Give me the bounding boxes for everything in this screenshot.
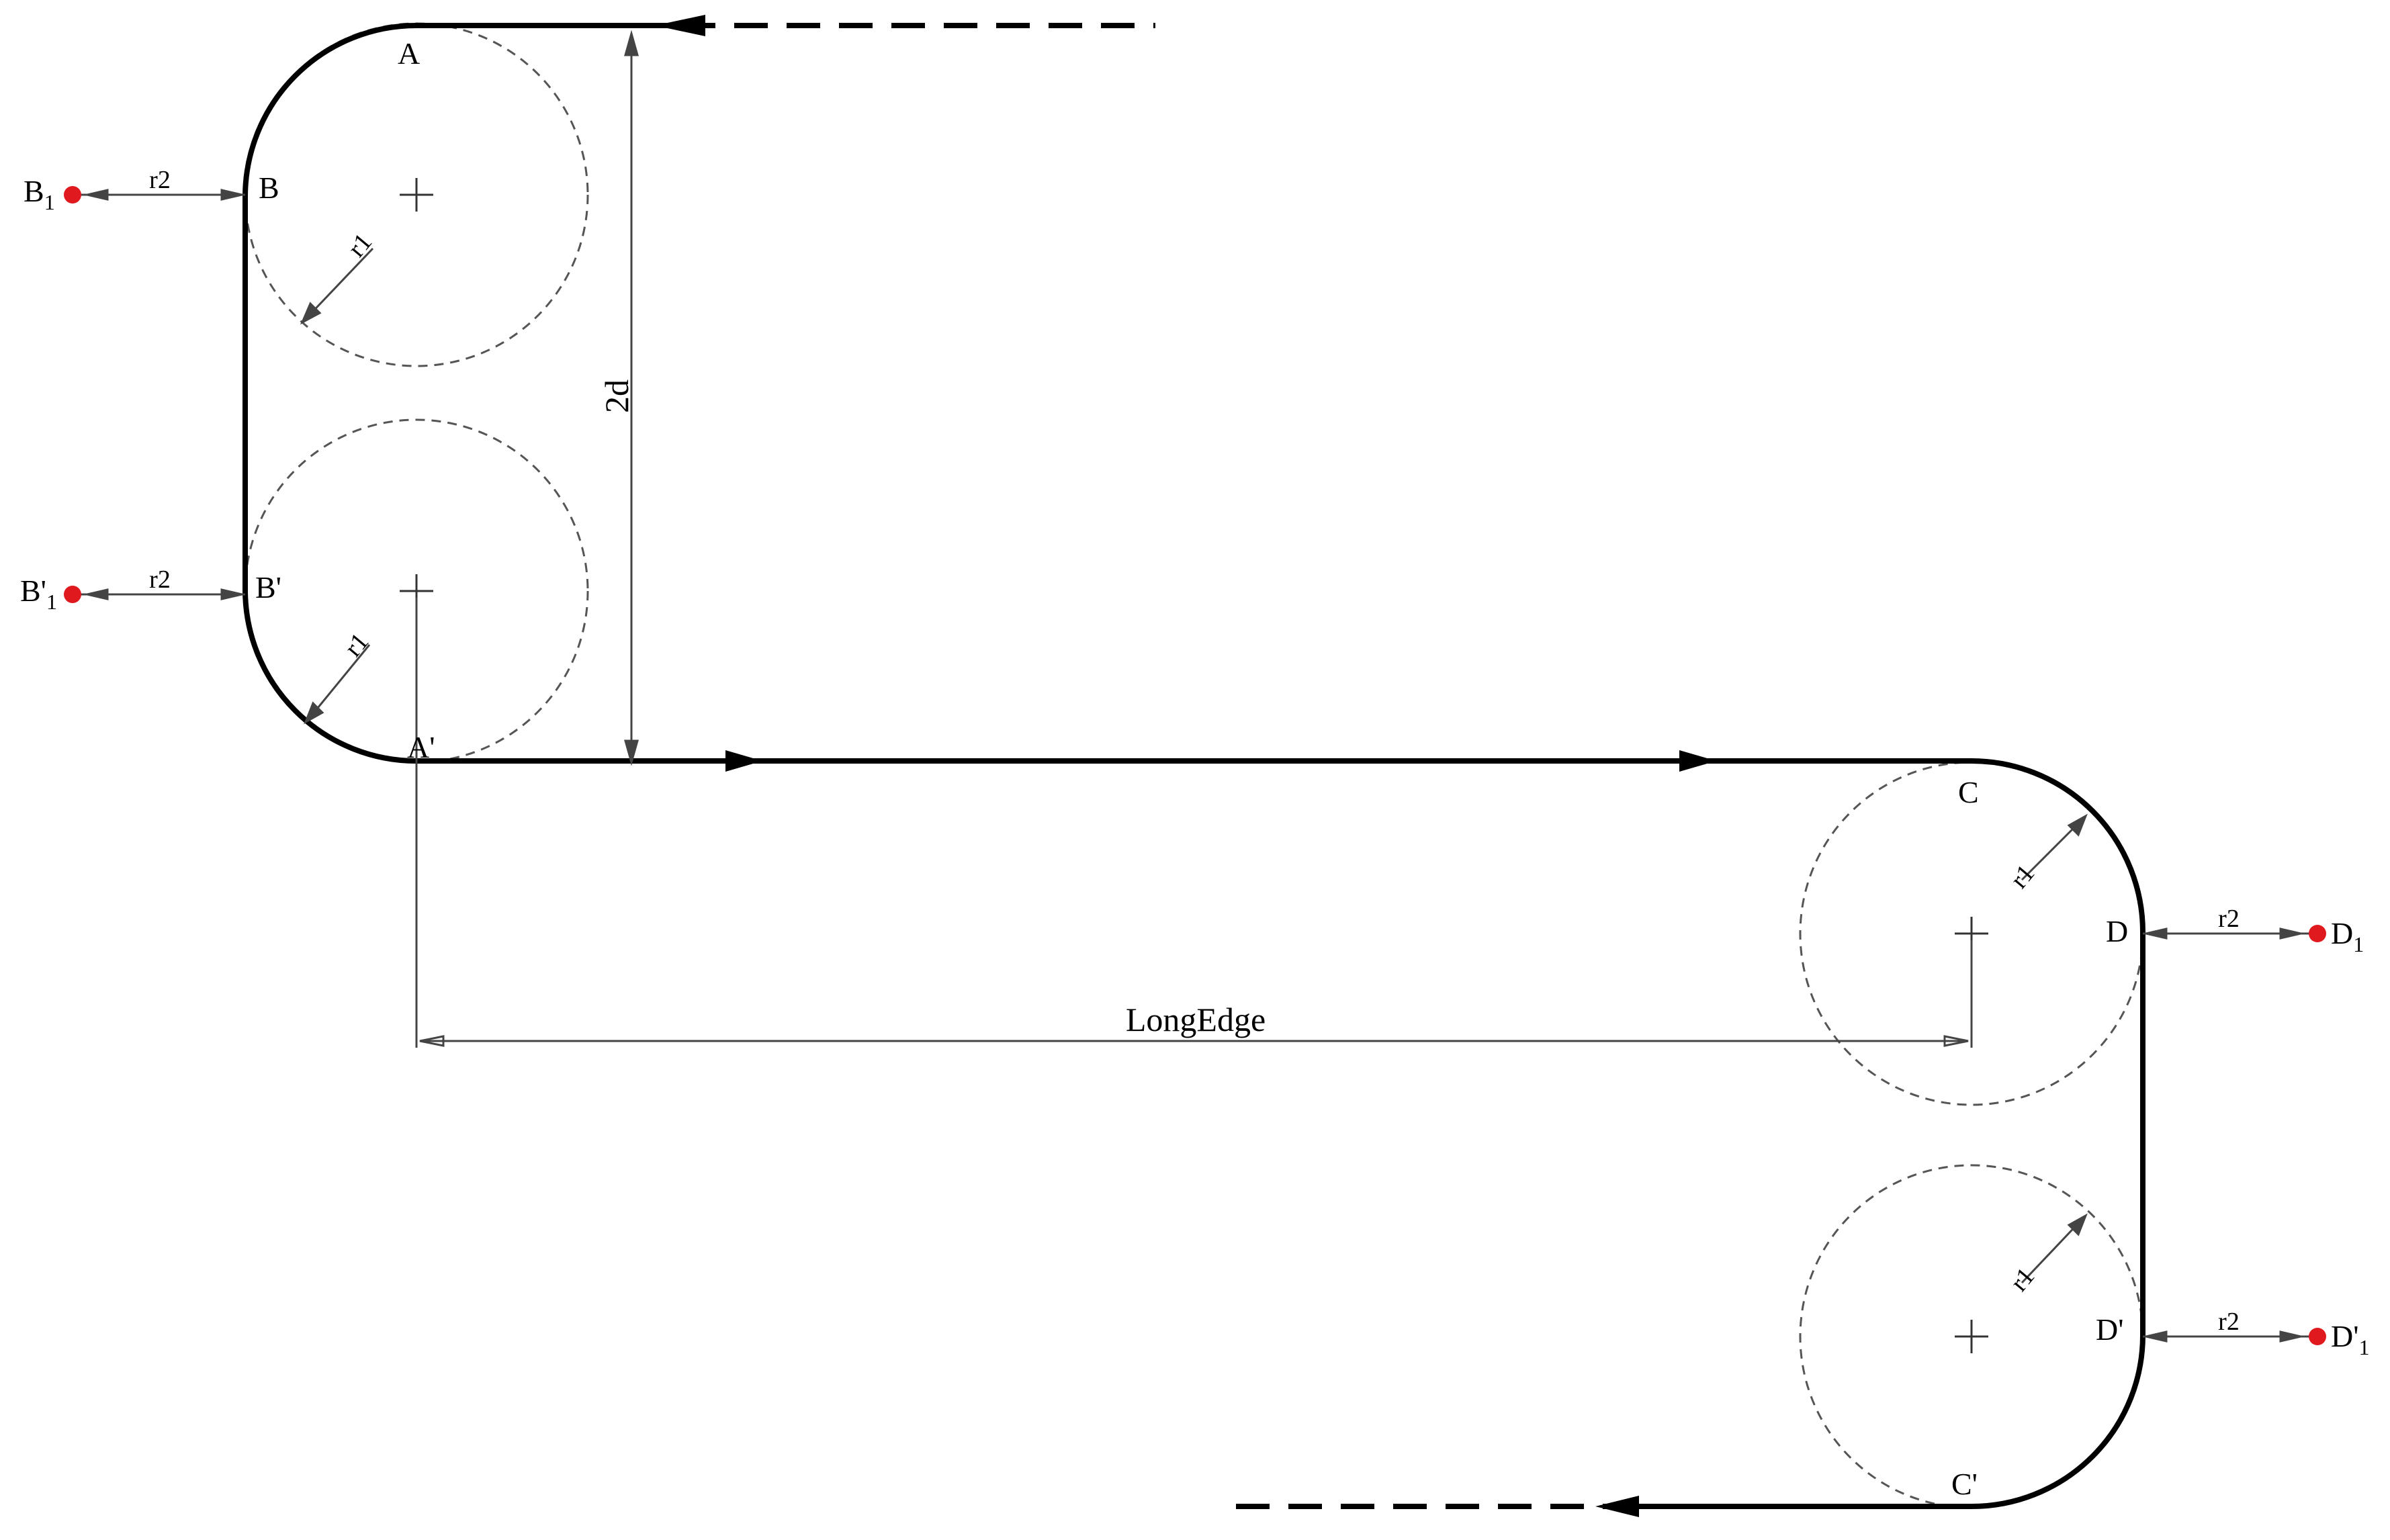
label-point-d: D <box>2106 914 2128 948</box>
label-r2-d-prime: r2 <box>2218 1308 2240 1336</box>
label-point-d1: D1 <box>2331 916 2364 956</box>
marker-points <box>64 186 2326 1345</box>
label-point-b-prime: B' <box>255 570 281 604</box>
label-long-edge: LongEdge <box>1126 1001 1266 1038</box>
label-r1-bottom-right: r1 <box>2005 1263 2041 1297</box>
label-point-d-prime: D' <box>2096 1312 2124 1347</box>
guide-circles <box>244 22 2144 1509</box>
label-point-b: B <box>259 171 279 205</box>
label-point-a: A <box>398 36 420 71</box>
direction-arrow-bottom <box>1595 1496 1639 1517</box>
main-path <box>242 23 2145 1509</box>
label-r1-bottom-left: r1 <box>339 628 375 662</box>
label-point-c-prime: C' <box>1951 1467 1978 1501</box>
marker-d1 <box>2309 925 2326 942</box>
radius-line-top-left <box>304 247 374 320</box>
label-r2-d: r2 <box>2218 905 2240 933</box>
center-mark-bottom-right <box>1955 1320 1988 1353</box>
direction-arrow-mid-1 <box>725 750 762 772</box>
label-2d: 2d <box>598 379 635 413</box>
label-r1-top-right: r1 <box>2005 860 2041 894</box>
marker-d1-prime <box>2309 1328 2326 1345</box>
direction-arrow-mid-2 <box>1679 750 1716 772</box>
label-point-b1: B1 <box>24 174 55 214</box>
label-r1-top-left: r1 <box>343 228 378 263</box>
dimension-2d <box>624 30 639 766</box>
marker-b1-prime <box>64 586 81 603</box>
center-marks <box>400 178 1988 1353</box>
direction-arrows <box>655 15 1716 1517</box>
label-r2-b: r2 <box>149 166 171 194</box>
label-point-b1-prime: B'1 <box>20 574 57 614</box>
marker-b1 <box>64 186 81 203</box>
center-mark-top-left <box>400 178 433 212</box>
offset-indicators <box>73 189 2317 1343</box>
label-point-c: C <box>1958 775 1979 809</box>
radius-line-bottom-left <box>308 644 371 719</box>
label-r2-b-prime: r2 <box>149 565 171 594</box>
label-point-d1-prime: D'1 <box>2331 1319 2370 1359</box>
dimension-long-edge <box>415 598 1973 1048</box>
label-point-a-prime: A' <box>407 730 435 764</box>
direction-arrow-top <box>655 15 705 36</box>
radius-indicators <box>300 247 2088 1284</box>
